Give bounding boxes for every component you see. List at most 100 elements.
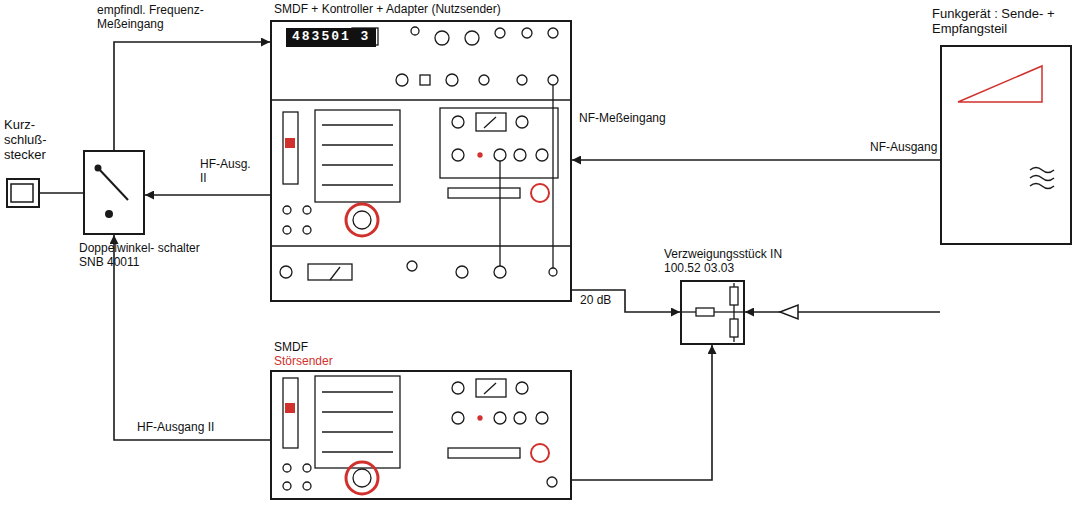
generator-front-panel (522, 28, 532, 38)
resistor-network (730, 287, 738, 305)
interference-generator-panel (478, 416, 482, 420)
generator-front-panel (514, 149, 526, 161)
generator-front-panel (435, 31, 449, 45)
generator-front-panel (283, 206, 291, 214)
device-label: SMDF + Kontroller + Adapter (Nutzsender) (274, 3, 501, 17)
resistor-network (682, 311, 696, 312)
device-label: Doppelwinkel- schalter SNB 40011 (79, 242, 204, 270)
interference-generator-panel (283, 376, 557, 494)
generator-front-panel (440, 108, 558, 178)
generator-front-panel (420, 75, 430, 85)
generator-front-panel (280, 266, 292, 278)
switch-symbol (96, 166, 129, 218)
generator-front-panel (549, 268, 557, 276)
frequency-mark (285, 403, 295, 413)
generator-front-panel (452, 149, 464, 161)
generator-front-panel (484, 117, 496, 128)
signal-connector (572, 345, 712, 480)
interference-generator-panel (536, 412, 548, 424)
signal-connector (572, 159, 940, 161)
interference-generator-panel (514, 412, 526, 424)
interference-generator-panel (353, 469, 371, 487)
signal-connector (745, 311, 940, 313)
generator-front-panel (322, 164, 393, 165)
interference-generator-panel (322, 391, 393, 392)
signal-connector (572, 290, 680, 312)
interference-generator-panel (322, 411, 393, 412)
interference-generator-panel (452, 382, 464, 394)
generator-front-panel (479, 75, 489, 85)
generator-front-panel (552, 85, 553, 268)
generator-front-panel (270, 99, 572, 100)
connector-label: HF-Ausgang II (135, 421, 216, 435)
generator-front-panel (322, 144, 393, 145)
generator-front-panel (346, 204, 378, 236)
device-box: Kurz- schluß- stecker (6, 178, 40, 208)
switch-symbol (106, 211, 112, 217)
generator-front-panel (478, 153, 482, 157)
generator-front-panel (411, 27, 419, 35)
interference-generator-panel (283, 482, 291, 490)
radio-symbol (1030, 184, 1054, 189)
device-box: SMDFStörsender (270, 370, 572, 500)
interference-generator-panel (303, 482, 311, 490)
generator-front-panel (330, 267, 340, 280)
interference-generator-panel (476, 379, 506, 397)
interference-generator-panel (547, 477, 557, 487)
device-label: SMDF (274, 341, 308, 355)
generator-front-panel (548, 75, 558, 85)
generator-front-panel (465, 31, 479, 45)
generator-front-panel (322, 184, 393, 185)
plug-symbol (11, 184, 33, 202)
device-label: Verzweigungsstück IN 100.52 03.03 (664, 248, 789, 276)
interference-generator-panel (452, 412, 464, 424)
switch-symbol (96, 166, 101, 171)
generator-front-panel (517, 75, 527, 85)
device-box: Funkgerät : Sende- + Empfangsteil (940, 45, 1072, 245)
hollow-arrow (780, 305, 798, 319)
interference-generator-panel (322, 451, 393, 452)
generator-front-panel (270, 27, 572, 280)
generator-front-panel (531, 184, 549, 202)
generator-front-panel (495, 28, 505, 38)
generator-front-panel (456, 266, 468, 278)
signal-connector (40, 192, 83, 194)
device-label: Funkgerät : Sende- + Empfangsteil (932, 7, 1072, 37)
device-box: Verzweigungsstück IN 100.52 03.03 (680, 280, 745, 345)
resistor-network (682, 283, 745, 342)
generator-front-panel (303, 206, 311, 214)
device-sublabel: 483501 3 (286, 28, 376, 47)
resistor-network (730, 319, 738, 337)
interference-generator-panel (283, 378, 298, 448)
interference-generator-panel (531, 444, 549, 462)
generator-front-panel (322, 124, 393, 125)
interference-generator-panel (448, 448, 520, 458)
interference-generator-panel (315, 376, 400, 468)
generator-front-panel (494, 149, 506, 161)
generator-front-panel (353, 211, 371, 229)
frequency-mark (285, 138, 295, 148)
generator-front-panel (407, 261, 417, 271)
connector-label: HF-Ausg. II (198, 158, 260, 186)
device-sublabel: Störsender (274, 355, 333, 369)
generator-front-panel (448, 188, 520, 198)
resistor-network (714, 311, 745, 312)
generator-front-panel (536, 149, 548, 161)
switch-symbol (98, 168, 128, 200)
connector-label: 20 dB (578, 294, 613, 308)
connector-label: empfindl. Frequenz- Meßeingang (95, 4, 239, 32)
generator-front-panel (283, 112, 298, 184)
interference-generator-panel (346, 462, 378, 494)
generator-front-panel (308, 264, 352, 280)
generator-front-panel (303, 226, 311, 234)
port-label: NF-Meßeingang (577, 112, 668, 126)
radio-symbol (1030, 168, 1054, 173)
generator-front-panel (283, 226, 291, 234)
radio-symbol (1030, 176, 1054, 181)
generator-front-panel (516, 116, 528, 128)
generator-front-panel (270, 245, 572, 246)
generator-front-panel (315, 110, 400, 202)
device-box: SMDF + Kontroller + Adapter (Nutzsender)… (270, 20, 572, 302)
radio-symbol (958, 66, 1054, 189)
generator-front-panel (396, 74, 408, 86)
